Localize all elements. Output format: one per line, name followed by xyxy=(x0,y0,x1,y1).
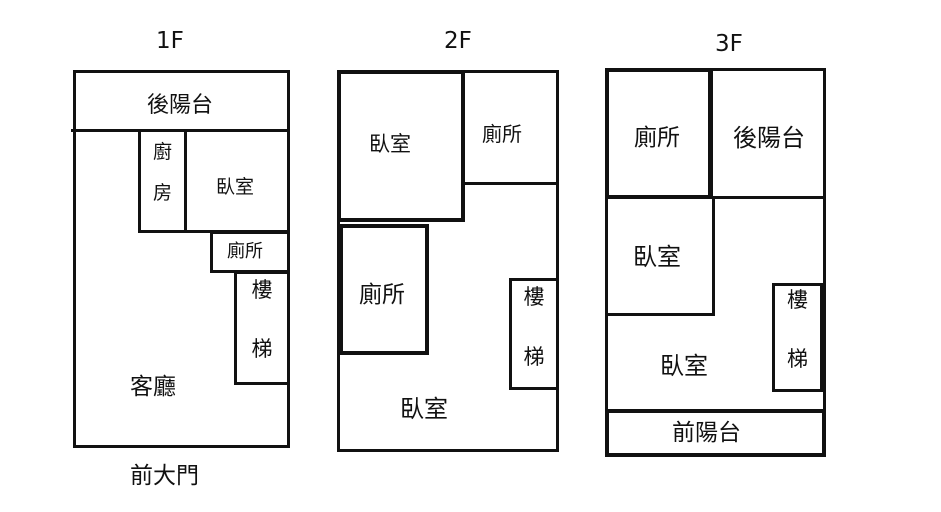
bedroom-top-label: 臥室 xyxy=(633,243,681,271)
rear-balcony-label: 後陽台 xyxy=(733,124,805,152)
stairs xyxy=(234,271,290,385)
toilet-mid-room xyxy=(339,224,429,355)
bedroom-top-room xyxy=(605,196,715,316)
stairs-char-2: 梯 xyxy=(523,345,545,369)
stairs-char-2: 梯 xyxy=(251,337,273,361)
bedroom-label: 臥室 xyxy=(216,176,255,198)
stairs-char-2: 梯 xyxy=(787,347,808,371)
stairs-char-1: 樓 xyxy=(523,285,545,309)
front-door-label: 前大門 xyxy=(130,463,199,489)
front-balcony-label: 前陽台 xyxy=(672,420,741,446)
stairs-char-1: 樓 xyxy=(251,278,273,302)
stairs-label: 樓 梯 xyxy=(511,287,557,368)
floor-1f-title: 1F xyxy=(156,28,184,54)
stairs-label: 樓 梯 xyxy=(237,280,287,360)
toilet-top-room xyxy=(462,70,559,185)
bedroom-bottom-label: 臥室 xyxy=(400,395,448,423)
stairs xyxy=(509,278,559,390)
toilet-label: 廁所 xyxy=(227,241,263,262)
stairs-char-1: 樓 xyxy=(787,288,808,312)
kitchen-char-1: 廚 xyxy=(152,141,172,163)
toilet-label: 廁所 xyxy=(634,125,680,151)
kitchen-room xyxy=(138,130,187,233)
floor-2f-title: 2F xyxy=(444,28,472,54)
stairs xyxy=(772,283,823,392)
floor-1f-divider xyxy=(71,129,290,132)
toilet-top-label: 廁所 xyxy=(482,122,522,146)
bedroom-top-label: 臥室 xyxy=(369,132,411,156)
toilet-mid-label: 廁所 xyxy=(359,282,405,308)
rear-balcony-room xyxy=(710,68,826,199)
rear-balcony-label: 後陽台 xyxy=(147,93,214,118)
floor-3f-title: 3F xyxy=(715,31,743,57)
kitchen-label: 廚 房 xyxy=(140,143,185,203)
stairs-label: 樓 梯 xyxy=(774,290,821,370)
front-balcony-room xyxy=(605,409,826,457)
living-room-label: 客廳 xyxy=(130,374,176,400)
bedroom-bottom-label: 臥室 xyxy=(660,352,708,380)
kitchen-char-2: 房 xyxy=(152,182,172,204)
